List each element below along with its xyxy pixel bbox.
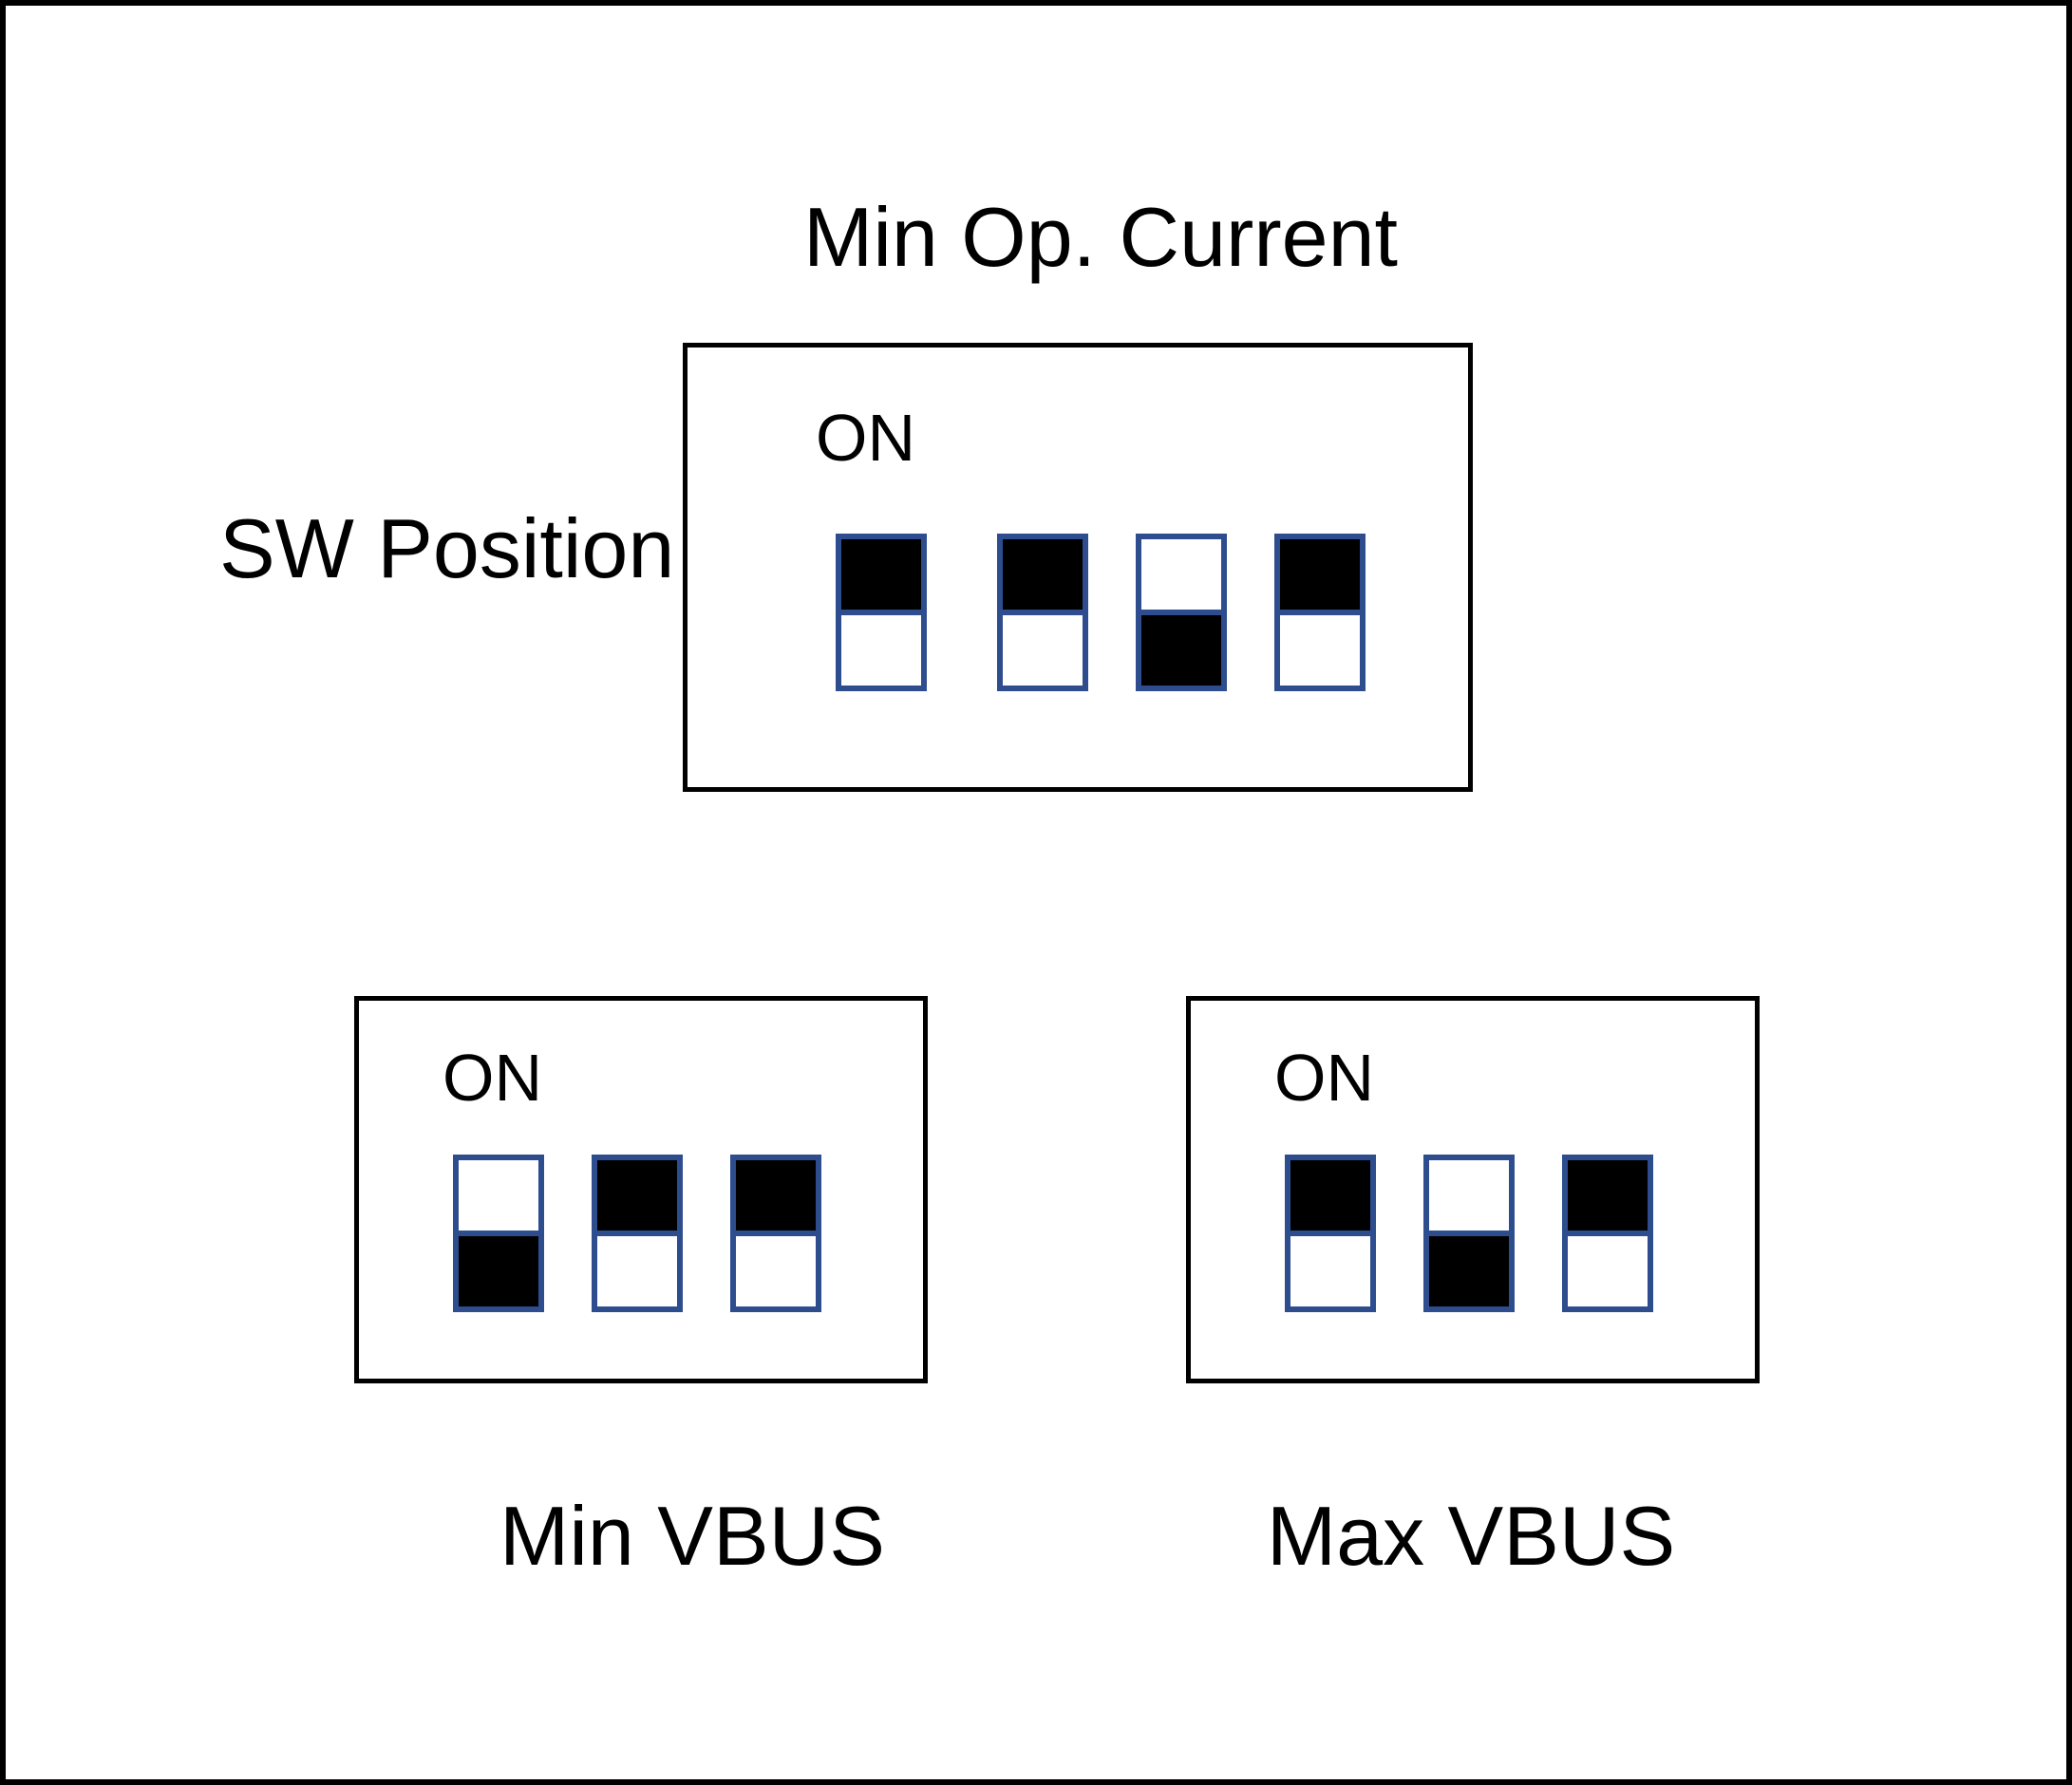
panel-caption-min-vbus: Min VBUS [499,1489,885,1583]
dip-switch-panel-max-vbus: ON [1186,996,1760,1383]
dip-switch-2 [1423,1155,1515,1312]
on-direction-label: ON [1274,1041,1374,1115]
switch-off-half [459,1236,538,1306]
switch-off-half [1003,615,1083,686]
switch-on-half [1429,1160,1509,1236]
dip-switch-1 [1285,1155,1376,1312]
switch-off-half [841,615,921,686]
switch-on-half [459,1160,538,1236]
switch-off-half [1429,1236,1509,1306]
switch-off-half [597,1236,677,1306]
switch-on-half [1141,539,1221,615]
switch-off-half [736,1236,816,1306]
dip-switch-2 [592,1155,683,1312]
panel-caption-min-op-current: Min Op. Current [803,190,1398,284]
on-direction-label: ON [816,401,915,475]
on-direction-label: ON [443,1041,542,1115]
switch-on-half [1003,539,1083,615]
switch-off-half [1141,615,1221,686]
dip-switch-3 [1562,1155,1653,1312]
switch-on-half [841,539,921,615]
dip-switch-panel-min-vbus: ON [354,996,928,1383]
dip-switch-panel-min-op-current: ON [683,343,1473,792]
dip-switch-4 [1274,534,1366,691]
switch-on-half [1290,1160,1370,1236]
switch-row [453,1155,821,1312]
dip-switch-1 [836,534,927,691]
switch-on-half [1280,539,1360,615]
dip-switch-2 [997,534,1088,691]
switch-off-half [1568,1236,1648,1306]
switch-row [836,534,1366,691]
switch-row [1285,1155,1653,1312]
dip-switch-1 [453,1155,544,1312]
switch-off-half [1290,1236,1370,1306]
dip-switch-3 [730,1155,821,1312]
switch-off-half [1280,615,1360,686]
sw-position-label: SW Position [219,501,675,595]
panel-caption-max-vbus: Max VBUS [1266,1489,1676,1583]
switch-on-half [597,1160,677,1236]
dip-switch-3 [1136,534,1227,691]
switch-on-half [1568,1160,1648,1236]
switch-on-half [736,1160,816,1236]
